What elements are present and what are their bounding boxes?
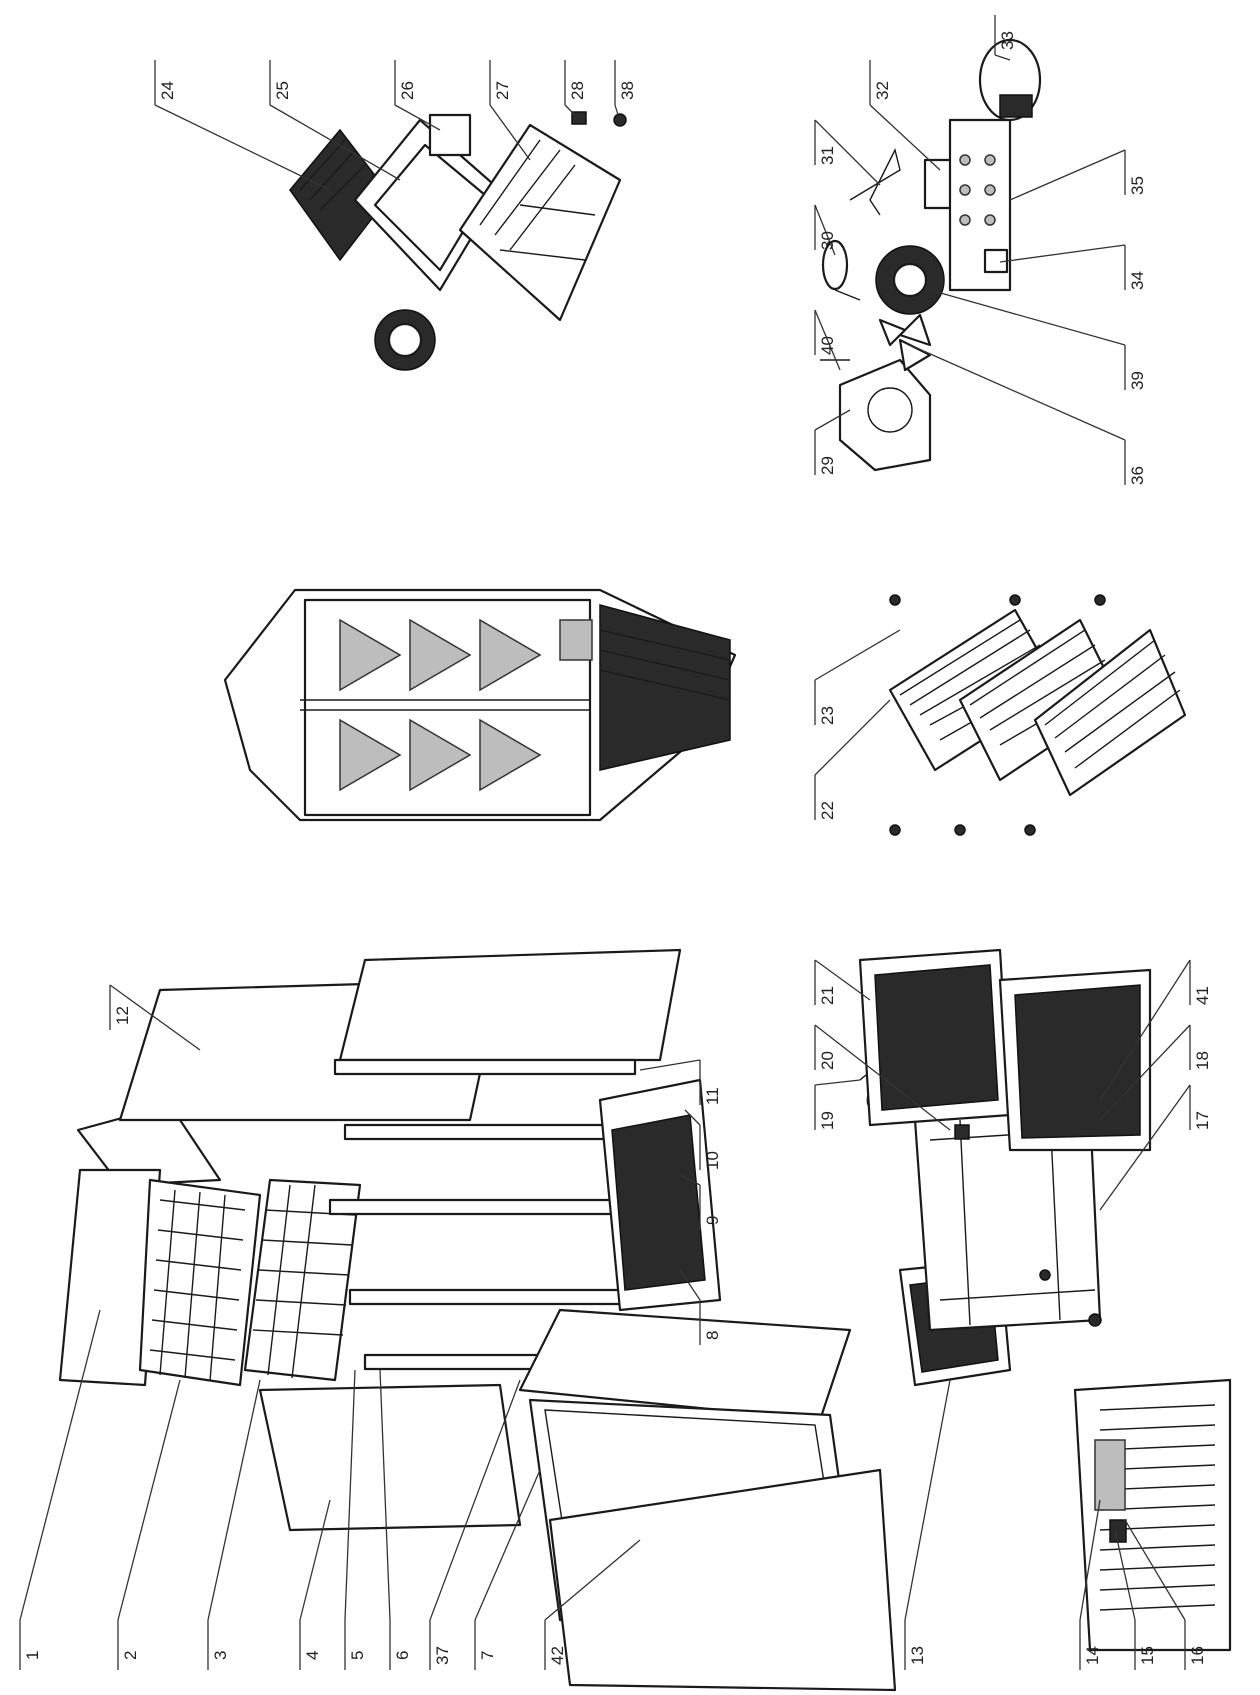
callout-14: 14 [1083, 1646, 1102, 1665]
part-condenser-box [838, 358, 932, 472]
part-right-side-panel [338, 948, 682, 1062]
part-compressor [978, 38, 1042, 122]
callout-11: 11 [703, 1087, 722, 1105]
callout-37-left: 37 [433, 1646, 452, 1665]
part-top-grid-frame [138, 1178, 262, 1387]
cabinet-body-exploded-group [58, 948, 897, 1692]
part-capillary-tube [849, 147, 901, 216]
part-fan-blade [878, 313, 932, 372]
part-foot-3 [1039, 1269, 1051, 1281]
part-base-frame [598, 1078, 722, 1312]
callout-6: 6 [393, 1651, 412, 1660]
part-door-gasket [548, 1468, 897, 1692]
callout-35: 35 [1128, 176, 1147, 195]
part-screw [571, 111, 587, 125]
callout-20: 20 [818, 1051, 837, 1070]
part-corner-posts [328, 1058, 652, 1371]
compressor-group [820, 38, 1042, 472]
part-evaporator-cover [458, 123, 622, 322]
callout-25: 25 [273, 81, 292, 100]
callout-5: 5 [348, 1651, 367, 1660]
part-wire-shelf-3 [1033, 628, 1187, 797]
callout-42: 42 [548, 1646, 567, 1665]
assembled-cabinet-view [223, 588, 737, 822]
callout-labels: 1 2 3 4 5 6 37 7 42 8 9 10 [19, 15, 1212, 1670]
part-evaporator-fan-bracket [428, 113, 472, 157]
callout-17: 17 [1193, 1111, 1212, 1130]
callout-18: 18 [1193, 1051, 1212, 1070]
part-gasket-ring [821, 239, 849, 291]
part-foot-2 [1088, 1313, 1102, 1327]
callout-4: 4 [303, 1651, 322, 1660]
callout-38: 38 [618, 81, 637, 100]
callout-24: 24 [158, 81, 177, 100]
callout-19: 19 [818, 1111, 837, 1130]
callout-2: 2 [121, 1651, 140, 1660]
callout-26: 26 [398, 81, 417, 100]
part-switch [1109, 1519, 1127, 1543]
part-top-panel [58, 1168, 162, 1387]
callout-7: 7 [478, 1651, 497, 1660]
part-nut [613, 113, 627, 127]
callout-13: 13 [908, 1646, 927, 1665]
callout-39: 39 [1128, 371, 1147, 390]
callout-21: 21 [818, 986, 837, 1005]
callout-31: 31 [818, 146, 837, 165]
part-inner-grid-frame [243, 1178, 362, 1382]
callout-27: 27 [493, 81, 512, 100]
part-connector [954, 1124, 970, 1140]
callout-23: 23 [818, 706, 837, 725]
callout-10: 10 [703, 1151, 722, 1170]
callout-22: 22 [818, 801, 837, 820]
callout-1: 1 [23, 1651, 42, 1660]
callout-29: 29 [818, 456, 837, 475]
callout-12: 12 [113, 1006, 132, 1025]
callout-30-top: 30 [818, 231, 837, 250]
callout-8: 8 [703, 1331, 722, 1340]
callout-16: 16 [1188, 1646, 1207, 1665]
callout-15: 15 [1138, 1646, 1157, 1665]
callout-28: 28 [568, 81, 587, 100]
callout-33: 33 [998, 31, 1017, 50]
evaporator-group [289, 111, 627, 371]
callout-41: 41 [1193, 986, 1212, 1005]
callout-34: 34 [1128, 271, 1147, 290]
part-left-side-panel [258, 1383, 522, 1532]
callout-3: 3 [211, 1651, 230, 1660]
part-temperature-display [1094, 1439, 1126, 1511]
part-front-louver-panel [1073, 1378, 1232, 1652]
callout-32: 32 [873, 81, 892, 100]
callout-9: 9 [703, 1216, 722, 1225]
callout-40: 40 [818, 336, 837, 355]
shelves-group [888, 594, 1187, 836]
callout-36: 36 [1128, 466, 1147, 485]
part-shelf-clip [889, 824, 901, 836]
base-assembly-exploded-group [858, 948, 1232, 1652]
